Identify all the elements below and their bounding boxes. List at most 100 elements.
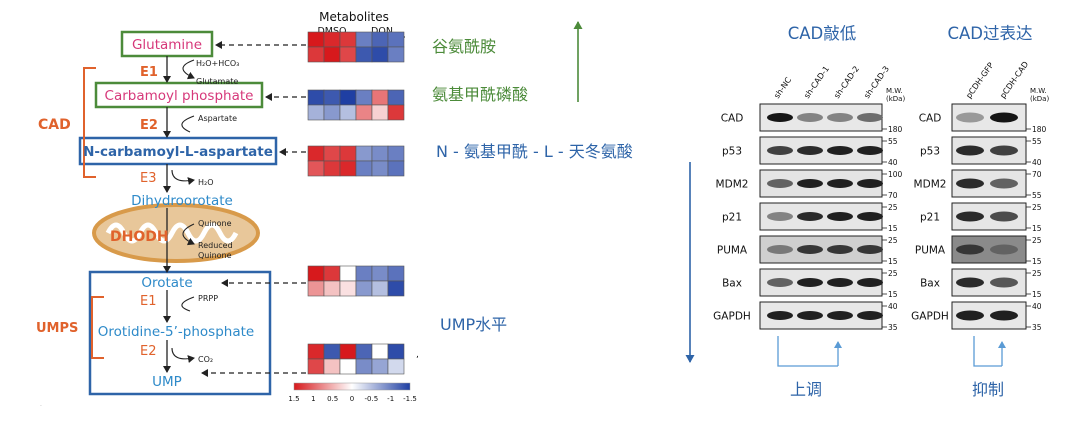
carbamoyl-phosphate-box <box>94 81 264 109</box>
colorbar-tick-label: -1.5 <box>403 395 417 403</box>
blot-band <box>827 278 853 287</box>
lane-label: pCDH-GFP <box>964 61 995 100</box>
blot-band <box>857 245 883 254</box>
overexpression-title: CAD过表达 <box>947 24 1032 43</box>
umps-label: UMPS <box>36 321 78 336</box>
mw-marker: 40 <box>1032 158 1042 167</box>
annotation-panel: 谷氨酰胺 氨基甲酰磷酸 N - 氨基甲酰 - L - 天冬氨酸 UMP水平 <box>432 21 695 363</box>
heatmap-cell <box>387 31 405 48</box>
blot-band <box>797 212 823 221</box>
carbamoyl-cn-label: 氨基甲酰磷酸 <box>432 85 528 104</box>
mw-marker: 25 <box>888 269 898 278</box>
colorbar-tick-label: -0.5 <box>364 395 378 403</box>
mw-marker: 15 <box>888 290 898 299</box>
blot-band <box>990 145 1018 156</box>
mw-marker: 40 <box>1032 302 1042 311</box>
protein-label: GAPDH <box>911 311 949 323</box>
ump-cn-label: UMP水平 <box>440 315 507 334</box>
o5p-label: Orotidine-5’-phosphate <box>98 324 254 340</box>
pathway-panel: Glutamine H₂O+HCO₃ E1 Glutamate Carbamoy… <box>36 30 306 396</box>
heatmap-cell <box>339 89 357 106</box>
heatmap-cell <box>323 265 341 282</box>
heatmap-cell <box>355 358 373 375</box>
glutamate-label: Glutamate <box>196 77 238 86</box>
blot-band <box>956 310 984 321</box>
mw-marker: 35 <box>888 323 898 332</box>
blot-band <box>827 113 853 122</box>
umps-box <box>88 270 272 396</box>
co2-label: CO₂ <box>198 355 213 364</box>
heatmap-cell <box>339 104 357 121</box>
blot-band <box>956 277 984 288</box>
blot-band <box>797 113 823 122</box>
heatmap-cell <box>371 46 389 63</box>
blot-band <box>827 179 853 188</box>
blot-band <box>990 244 1018 255</box>
quinone-label: Quinone <box>198 219 232 228</box>
blot-band <box>797 278 823 287</box>
heatmap-cell <box>307 31 325 48</box>
protein-label: MDM2 <box>914 179 947 191</box>
heatmap-cell <box>371 145 389 162</box>
blot-band <box>857 179 883 188</box>
heatmap-cells <box>307 31 405 375</box>
heatmap-cell <box>323 31 341 48</box>
protein-label: p21 <box>722 212 742 224</box>
blot-band <box>827 311 853 320</box>
blot-band <box>797 245 823 254</box>
heatmap-cell <box>339 343 357 360</box>
heatmap-cell <box>323 160 341 177</box>
heatmap-cell <box>355 46 373 63</box>
heatmap-cell <box>307 358 325 375</box>
blot-band <box>990 277 1018 288</box>
mw-marker: 70 <box>1032 170 1042 179</box>
heatmap-block-n-carbamoyl-l-aspartate <box>307 145 405 177</box>
heatmap-title: Metabolites <box>319 10 389 24</box>
heatmap-cell <box>307 145 325 162</box>
mw-marker: 55 <box>888 137 898 146</box>
umps-bracket <box>91 296 104 359</box>
colorbar-tick-label: 0 <box>350 395 354 403</box>
heatmap-cell <box>323 280 341 297</box>
blot-band <box>990 211 1018 222</box>
heatmap-cell <box>307 89 325 106</box>
kd-mw-label: M.W.(kDa) <box>886 87 905 103</box>
heatmap-cell <box>339 265 357 282</box>
mw-marker: 40 <box>888 158 898 167</box>
blot-band <box>956 211 984 222</box>
colorbar-tick-label: 1 <box>311 395 315 403</box>
heatmap-cell <box>307 160 325 177</box>
mitochondrion-icon <box>92 203 260 263</box>
protein-label: p21 <box>920 212 940 224</box>
heatmap-col-don: DON <box>371 26 393 37</box>
blot-band <box>990 178 1018 189</box>
mw-marker: 180 <box>888 125 903 134</box>
e2-label: E2 <box>140 118 158 133</box>
blot-band <box>857 311 883 320</box>
h2o-label: H₂O <box>198 178 214 187</box>
blot-band <box>857 278 883 287</box>
heatmap-cell <box>323 358 341 375</box>
blot-band <box>990 310 1018 321</box>
suppressed-bracket <box>973 336 1002 367</box>
heatmap-cell <box>339 145 357 162</box>
protein-label: CAD <box>919 113 942 125</box>
protein-label: GAPDH <box>713 311 751 323</box>
blot-band <box>767 146 793 155</box>
heatmap-cell <box>355 280 373 297</box>
suppressed-label: 抑制 <box>972 380 1004 399</box>
heatmap-cell <box>339 46 357 63</box>
umps-e1-label: E1 <box>140 294 157 309</box>
heatmap-cell <box>387 46 405 63</box>
heatmap-cell <box>387 265 405 282</box>
blot-band <box>797 311 823 320</box>
upregulated-bracket <box>777 336 838 367</box>
